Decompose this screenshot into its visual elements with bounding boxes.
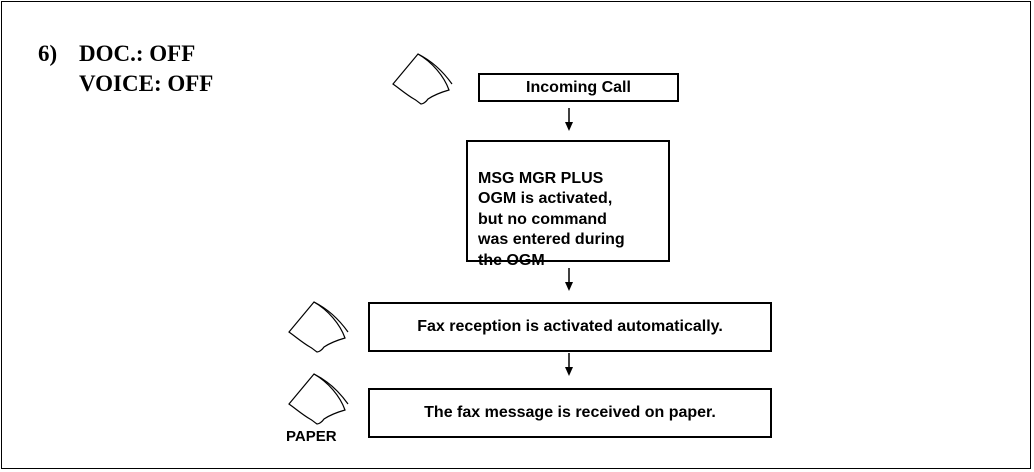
paper-sheet-icon [288,301,349,353]
arrow-down-icon [565,108,573,131]
fax-reception-label: Fax reception is activated automatically… [417,318,723,335]
fax-received-box: The fax message is received on paper. [368,388,772,438]
paper-label: PAPER [286,428,337,445]
paper-sheet-icon [288,373,349,425]
ogm-activated-box: MSG MGR PLUS OGM is activated, but no co… [466,140,670,269]
heading-doc-setting: DOC.: OFF [79,41,196,66]
incoming-call-label: Incoming Call [526,78,631,96]
fax-received-label: The fax message is received on paper. [424,404,716,421]
incoming-call-box: Incoming Call [478,73,679,102]
fax-reception-box: Fax reception is activated automatically… [368,302,772,352]
ogm-activated-label: MSG MGR PLUS OGM is activated, but no co… [478,169,625,269]
section-number: 6) [38,41,58,66]
paper-sheet-icon [392,53,453,105]
arrow-down-icon [565,268,573,291]
heading-voice-setting: VOICE: OFF [79,71,214,96]
arrow-down-icon [565,353,573,376]
